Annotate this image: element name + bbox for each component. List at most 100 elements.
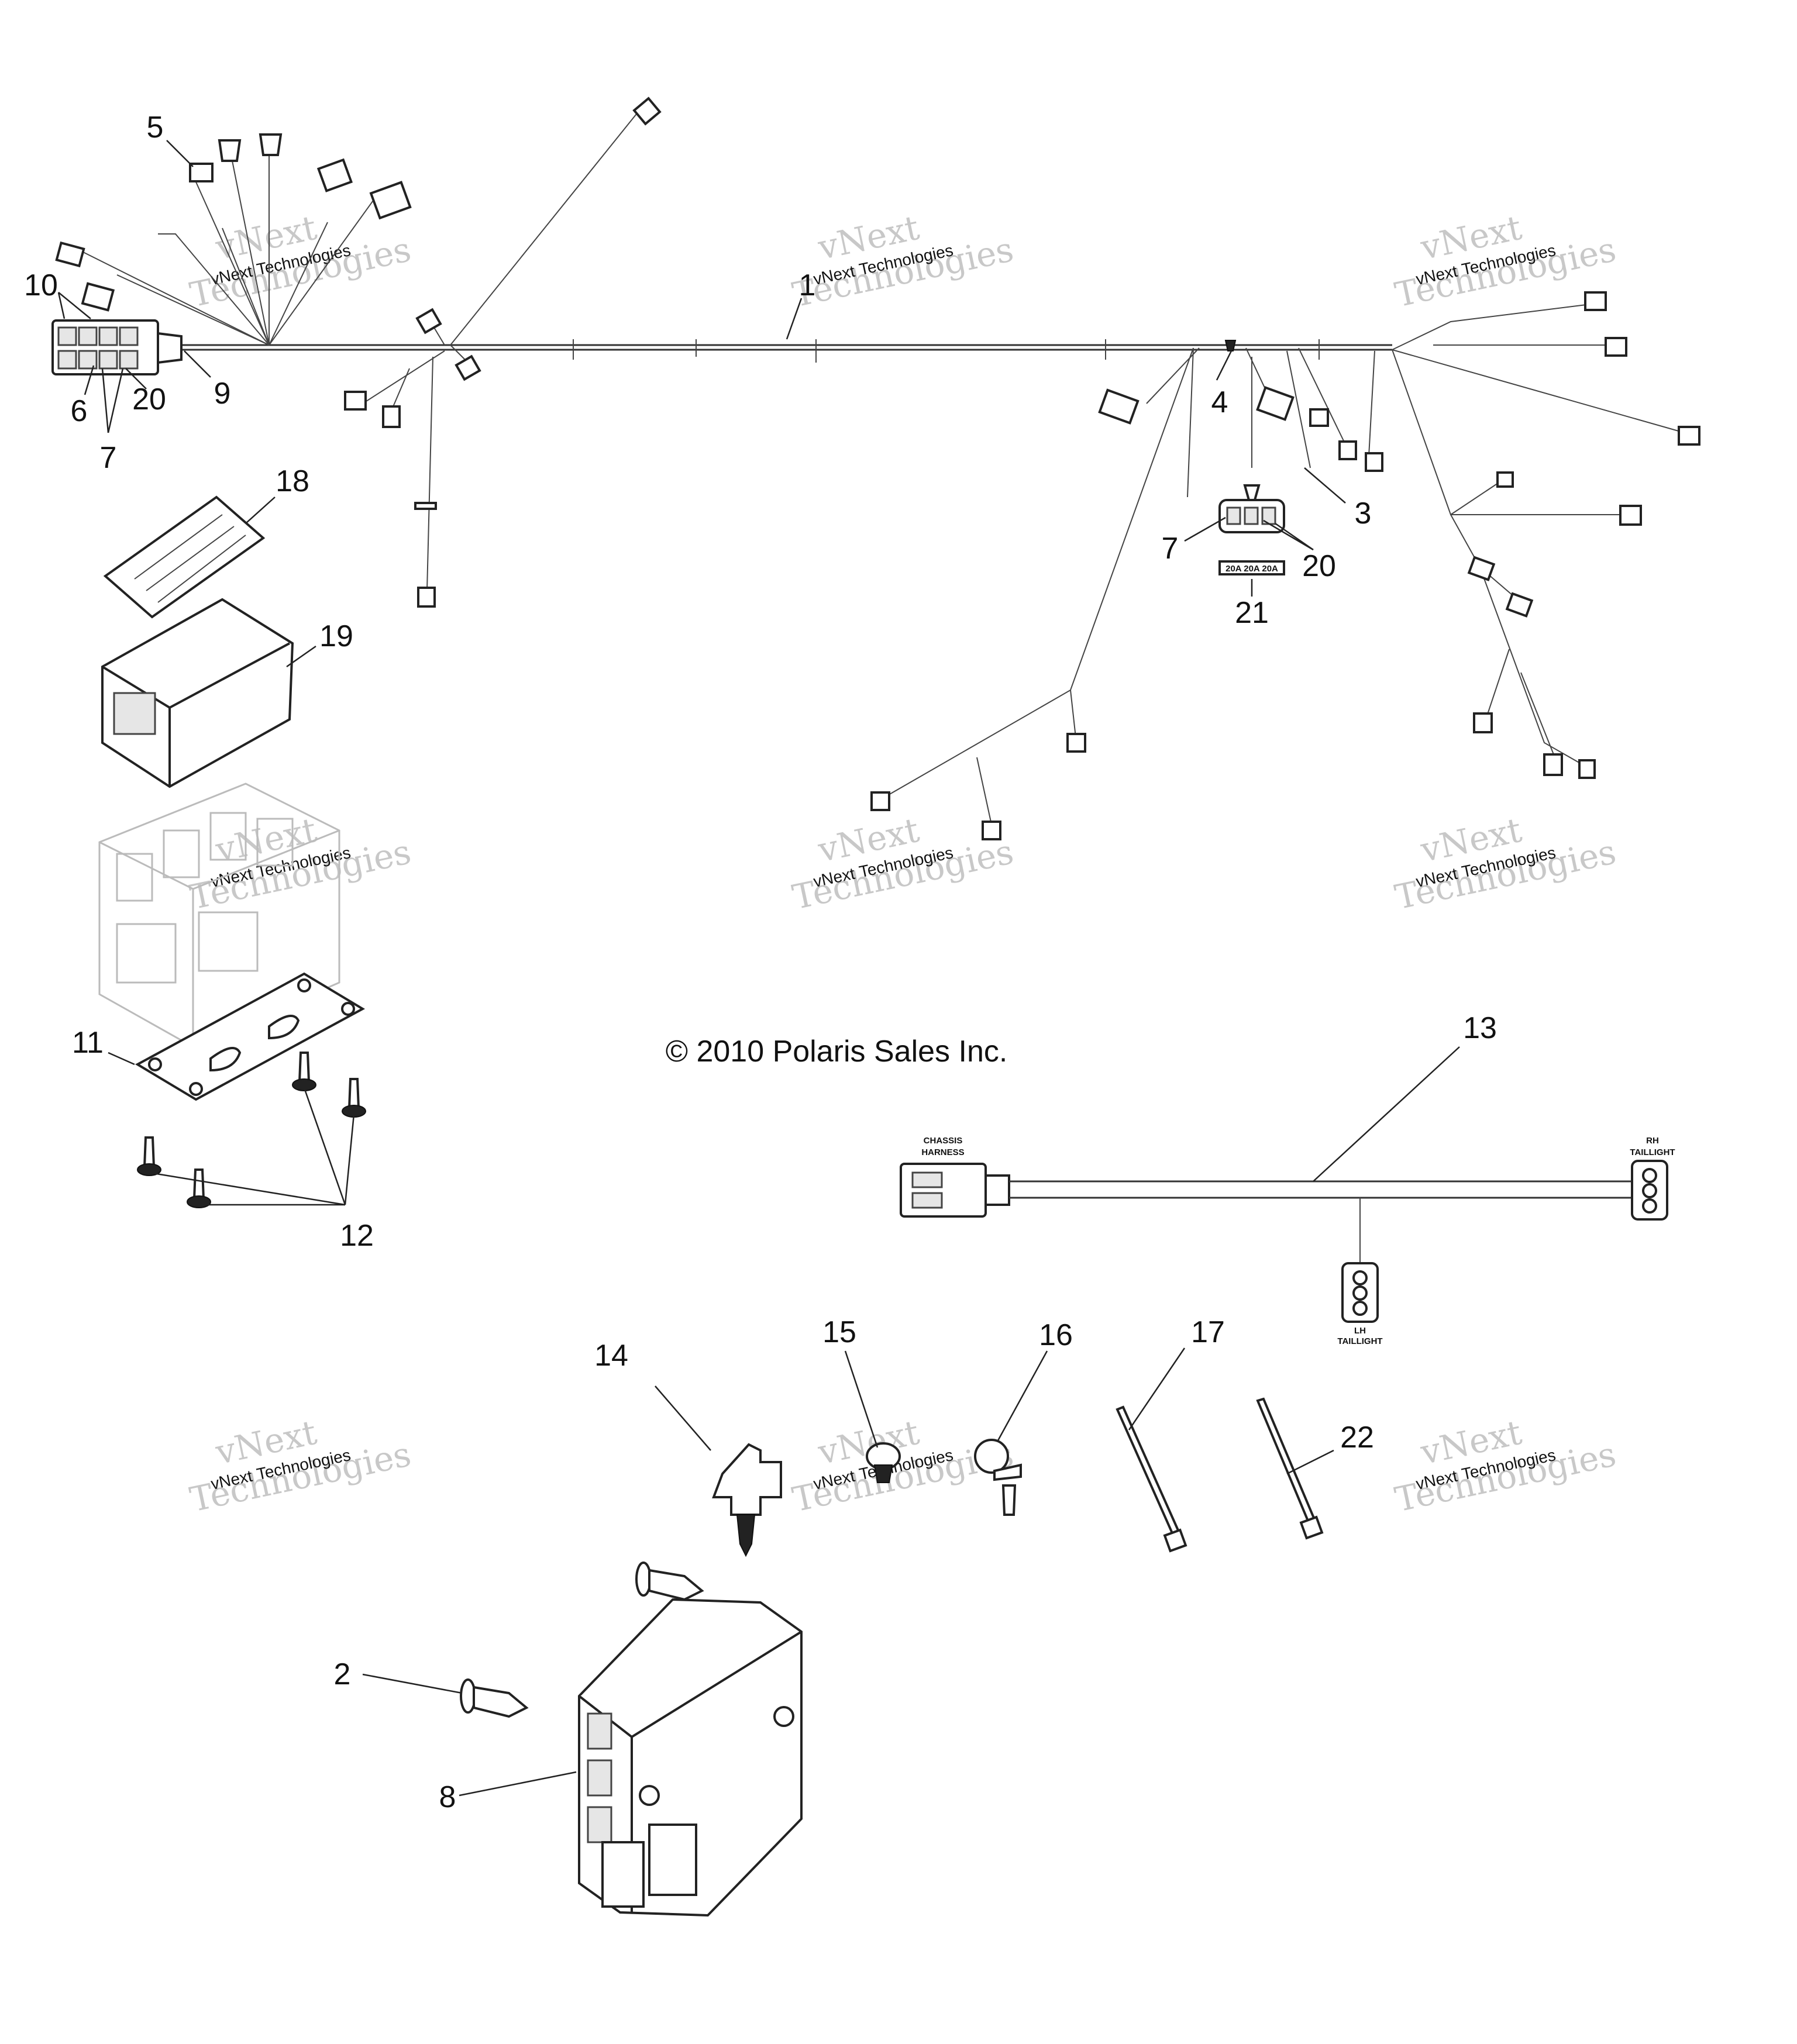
connector-icon	[81, 282, 115, 312]
callout-20: 20	[132, 382, 166, 416]
callout-16: 16	[1039, 1318, 1073, 1352]
callout-20: 20	[1302, 549, 1336, 583]
connector-icon	[415, 308, 442, 335]
fasteners-12	[137, 1052, 366, 1208]
connector-icon	[1066, 733, 1086, 753]
callout-22: 22	[1340, 1421, 1374, 1454]
connector-icon	[1309, 408, 1329, 427]
connector-icon	[1605, 337, 1627, 357]
cable-tie-17	[1116, 1405, 1187, 1553]
main-harness: 20A 20A 20A	[51, 96, 1700, 840]
connector-icon	[55, 241, 85, 268]
connector-icon	[1098, 388, 1140, 425]
connector-icon	[259, 133, 283, 156]
svg-text:HARNESS: HARNESS	[921, 1147, 964, 1157]
screw-2b	[635, 1562, 704, 1601]
watermark: vNext Technologies vNext Technologies	[789, 810, 1017, 918]
connector-icon	[1505, 592, 1534, 618]
grommet-15	[866, 1442, 901, 1483]
screw-2a	[460, 1678, 529, 1718]
callout-4: 4	[1211, 385, 1228, 419]
fuse-box-cover-19	[101, 598, 294, 788]
svg-text:TAILLIGHT: TAILLIGHT	[1630, 1147, 1675, 1157]
callout-3: 3	[1355, 497, 1372, 530]
copyright-notice: © 2010 Polaris Sales Inc.	[666, 1035, 1008, 1068]
callout-1: 1	[799, 268, 816, 302]
callout-leaders	[57, 140, 1460, 1797]
control-module-8	[578, 1598, 803, 1917]
svg-text:RH: RH	[1646, 1136, 1659, 1146]
watermark: vNext Technologies vNext Technologies	[187, 208, 415, 315]
connector-icon	[1678, 426, 1700, 446]
connector-icon	[1365, 452, 1383, 472]
connector-icon	[870, 791, 890, 811]
grommet-part-4	[1224, 340, 1237, 351]
connector-icon	[189, 163, 214, 182]
callout-8: 8	[439, 1780, 456, 1814]
connector-group-left	[344, 96, 662, 608]
center-right-branches	[877, 304, 1685, 825]
connector-group-5	[55, 133, 412, 312]
callout-14: 14	[594, 1339, 628, 1373]
lower-left-branches	[351, 105, 644, 591]
connector-icon	[1619, 505, 1642, 526]
connector-icon	[218, 139, 242, 162]
connector-icon	[1584, 291, 1607, 311]
harness-fuse-box	[51, 319, 183, 375]
callout-13: 13	[1463, 1011, 1497, 1045]
callout-11: 11	[72, 1026, 104, 1060]
clip-14	[712, 1443, 782, 1557]
callout-5: 5	[147, 111, 164, 144]
connector-icon	[382, 405, 401, 428]
watermark: vNext Technologies vNext Technologies	[187, 810, 415, 918]
mounting-plate-11	[135, 972, 366, 1101]
connector-icon	[1543, 753, 1563, 776]
harness-clips	[573, 339, 1320, 363]
callout-labels: 1 2 3 4 5 6 7 7 8 9 10 11 12 13 14 15 16…	[24, 111, 1497, 1814]
callout-2: 2	[334, 1657, 351, 1691]
taillight-harness-13: CHASSIS HARNESS RH TAILLIGHT LH TAILLIGH…	[900, 1136, 1675, 1346]
callout-6: 6	[71, 394, 88, 428]
watermark: vNext Technologies vNext Technologies	[1392, 810, 1620, 918]
svg-text:20A 20A 20A: 20A 20A 20A	[1225, 564, 1278, 574]
callout-18: 18	[276, 464, 309, 498]
fuse-box-body	[98, 783, 340, 1048]
watermarks: vNext Technologies vNext Technologies vN…	[187, 208, 1620, 1520]
watermark: vNext Technologies vNext Technologies	[789, 208, 1017, 315]
connector-icon	[316, 158, 353, 192]
callout-10: 10	[24, 268, 58, 302]
inline-fuse-holder	[1218, 357, 1285, 533]
callout-7: 7	[1162, 532, 1179, 566]
connector-icon	[1496, 471, 1514, 488]
callout-19: 19	[319, 619, 353, 653]
connector-icon	[1473, 712, 1493, 733]
connector-group-right	[870, 291, 1700, 840]
watermark: vNext Technologies vNext Technologies	[1392, 1412, 1620, 1520]
connector-icon	[1256, 386, 1295, 421]
callout-21: 21	[1235, 596, 1269, 630]
connector-icon	[344, 391, 367, 411]
watermark: vNext Technologies vNext Technologies	[187, 1412, 415, 1520]
fuse-label-21: 20A 20A 20A	[1218, 560, 1285, 575]
callout-12: 12	[340, 1219, 374, 1253]
callout-9: 9	[214, 377, 231, 411]
connector-icon	[1578, 759, 1596, 779]
fuse-label-decal-18	[103, 495, 266, 619]
connector-icon	[1338, 440, 1357, 460]
callout-17: 17	[1191, 1315, 1225, 1349]
svg-text:TAILLIGHT: TAILLIGHT	[1337, 1336, 1382, 1346]
connector-icon	[417, 587, 436, 608]
watermark: vNext Technologies vNext Technologies	[1392, 208, 1620, 315]
callout-15: 15	[822, 1315, 856, 1349]
svg-text:CHASSIS: CHASSIS	[924, 1136, 963, 1146]
svg-text:LH: LH	[1354, 1326, 1366, 1336]
upper-left-branches	[81, 140, 375, 346]
callout-7: 7	[100, 441, 117, 475]
connector-icon	[1467, 556, 1496, 581]
connector-icon	[632, 96, 662, 126]
p-clamp-16	[974, 1439, 1022, 1516]
cable-tie-22	[1256, 1397, 1324, 1540]
connector-icon	[455, 354, 481, 381]
connector-icon	[369, 181, 412, 220]
